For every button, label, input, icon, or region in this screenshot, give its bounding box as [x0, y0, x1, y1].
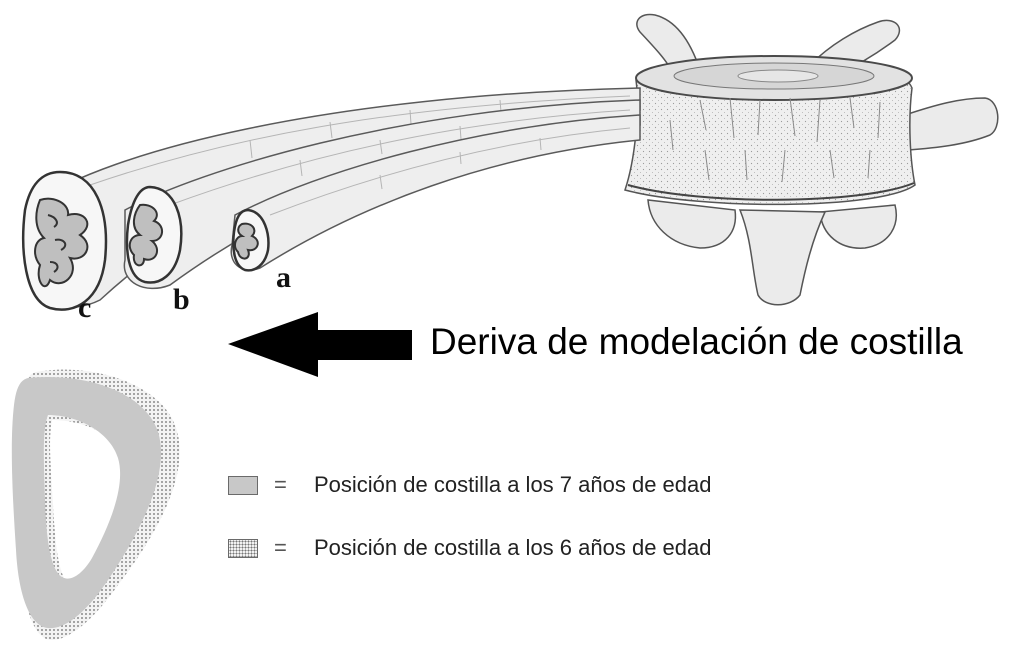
rib-label-b: b: [173, 285, 190, 315]
rib-label-c: c: [78, 293, 91, 323]
legend-swatch-solid: [228, 476, 258, 495]
right-process: [905, 98, 998, 150]
lower-left-process: [648, 200, 735, 248]
rib-label-a: a: [276, 263, 291, 293]
legend-equals: =: [274, 535, 304, 561]
legend-equals: =: [274, 472, 304, 498]
rib-cross-section: [12, 370, 180, 640]
spinous-process: [740, 210, 825, 305]
lower-right-process: [820, 205, 896, 248]
legend-row-7-years: = Posición de costilla a los 7 años de e…: [228, 472, 711, 498]
legend-swatch-dotted: [228, 539, 258, 558]
legend-text: Posición de costilla a los 6 años de eda…: [314, 535, 711, 561]
arrow-caption: Deriva de modelación de costilla: [430, 323, 963, 360]
section-7-years: [12, 377, 161, 628]
drift-arrow: [228, 312, 412, 377]
legend-text: Posición de costilla a los 7 años de eda…: [314, 472, 711, 498]
vertebra: [625, 14, 998, 304]
legend-row-6-years: = Posición de costilla a los 6 años de e…: [228, 535, 711, 561]
